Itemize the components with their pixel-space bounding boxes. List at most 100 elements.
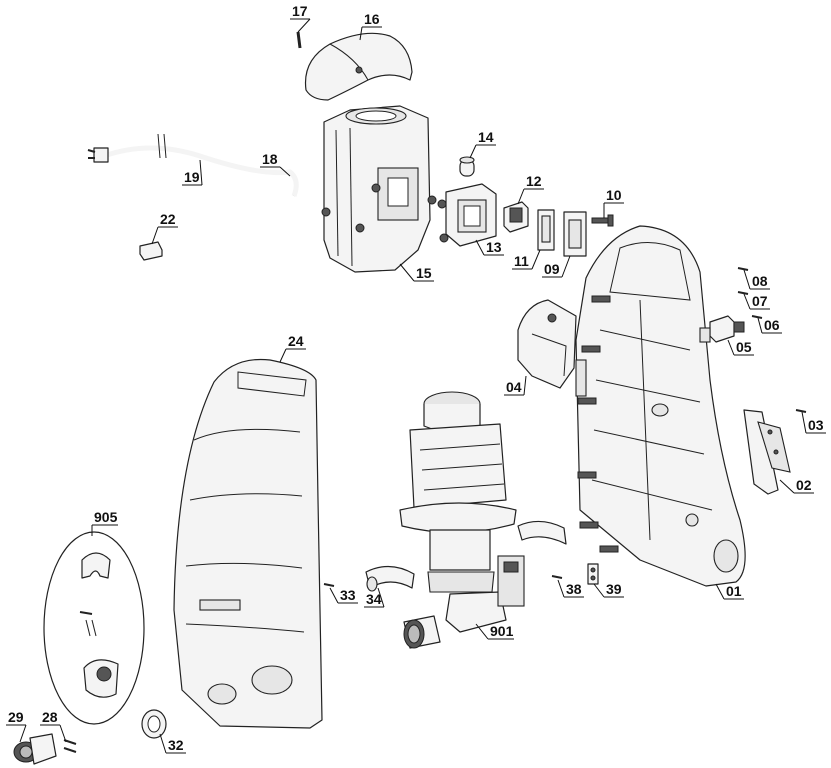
- callout-08: 08: [743, 269, 770, 290]
- part-16-top-cover: [304, 32, 413, 101]
- callout-32: 32: [159, 733, 186, 754]
- part-38-screw: [551, 575, 563, 579]
- part-06-07-08-screws: [737, 267, 763, 319]
- callout-04: 04: [504, 375, 527, 396]
- callout-label: 04: [506, 379, 522, 395]
- callout-labels: 17 16 14 18 19 12 10 22 13 11 09 15 08 07 06 05 24 04 03 02…: [6, 3, 826, 754]
- callout-905: 905: [91, 509, 118, 536]
- callout-leader: [399, 263, 415, 282]
- part-02-rail: [743, 409, 791, 495]
- callout-label: 18: [262, 151, 278, 167]
- callout-03: 03: [801, 411, 826, 434]
- callout-label: 14: [478, 129, 494, 145]
- callout-label: 33: [340, 587, 356, 603]
- callout-leader: [279, 166, 291, 177]
- callout-leader: [329, 587, 339, 604]
- callout-leader: [359, 26, 363, 41]
- callout-label: 901: [490, 623, 514, 639]
- callout-leader: [743, 293, 751, 310]
- callout-leader: [715, 583, 725, 600]
- callout-07: 07: [743, 293, 770, 310]
- callout-18: 18: [260, 151, 291, 177]
- part-14-capacitor: [459, 156, 475, 177]
- part-11-switch-frame: [537, 209, 555, 251]
- callout-label: 39: [606, 581, 622, 597]
- callout-label: 11: [514, 253, 529, 269]
- callout-label: 07: [752, 293, 768, 309]
- part-15-motor-housing: [321, 105, 437, 273]
- callout-22: 22: [151, 211, 178, 245]
- callout-leader: [297, 18, 311, 33]
- callout-label: 01: [726, 583, 742, 599]
- part-10-screw: [591, 214, 614, 227]
- callout-label: 38: [566, 581, 582, 597]
- callout-01: 01: [715, 583, 744, 600]
- callout-label: 24: [288, 333, 304, 349]
- callout-label: 10: [606, 187, 622, 203]
- callout-24: 24: [279, 333, 306, 363]
- callout-33: 33: [329, 587, 358, 604]
- part-22-block: [139, 241, 163, 261]
- part-29-coupling: [13, 733, 57, 765]
- callout-06: 06: [757, 317, 782, 334]
- callout-12: 12: [517, 173, 544, 205]
- callout-label: 17: [292, 3, 308, 19]
- part-905-subassembly: [43, 531, 145, 725]
- part-32-washer: [141, 709, 167, 739]
- callout-09: 09: [542, 255, 571, 278]
- callout-leader: [159, 733, 167, 754]
- part-09-switch-plate: [563, 211, 587, 257]
- part-39-bracket: [587, 563, 599, 585]
- callout-label: 19: [184, 169, 200, 185]
- callout-39: 39: [593, 581, 624, 598]
- callout-02: 02: [779, 477, 814, 494]
- part-04-handle-bracket: [517, 299, 587, 397]
- callout-16: 16: [359, 11, 382, 41]
- callout-leader: [801, 411, 807, 434]
- callout-leader: [279, 348, 287, 363]
- callout-901: 901: [475, 623, 514, 640]
- callout-leader: [469, 144, 477, 159]
- callout-label: 12: [526, 173, 542, 189]
- callout-34: 34: [364, 587, 385, 608]
- callout-leader: [19, 724, 27, 743]
- callout-label: 09: [544, 261, 560, 277]
- callout-leader: [475, 239, 485, 256]
- callout-leader: [727, 339, 735, 356]
- part-05-connector: [699, 315, 745, 343]
- callout-leader: [593, 583, 605, 598]
- callout-label: 15: [416, 265, 432, 281]
- callout-label: 05: [736, 339, 752, 355]
- callout-leader: [151, 226, 159, 245]
- callout-19: 19: [182, 159, 203, 186]
- callout-leader: [743, 269, 751, 290]
- callout-28: 28: [40, 709, 67, 743]
- callout-label: 06: [764, 317, 780, 333]
- callout-17: 17: [290, 3, 311, 33]
- callout-label: 29: [8, 709, 24, 725]
- callout-leader: [561, 255, 571, 278]
- part-34-clip: [365, 565, 415, 592]
- callout-11: 11: [512, 249, 541, 270]
- callout-leader: [59, 724, 67, 743]
- part-18-19-power-cable: [87, 133, 299, 197]
- part-33-screw: [323, 583, 335, 587]
- callout-label: 22: [160, 211, 176, 227]
- callout-label: 32: [168, 737, 184, 753]
- callout-leader: [523, 375, 527, 396]
- callout-leader: [199, 159, 203, 186]
- callout-label: 02: [796, 477, 812, 493]
- callout-leader: [377, 587, 385, 608]
- part-12-switch: [503, 201, 529, 233]
- callout-label: 905: [94, 509, 118, 525]
- part-01-rear-housing: [575, 225, 746, 587]
- callout-label: 34: [366, 591, 382, 607]
- callout-label: 13: [486, 239, 502, 255]
- callout-05: 05: [727, 339, 754, 356]
- callout-13: 13: [475, 239, 504, 256]
- callout-leader: [475, 623, 489, 640]
- part-13-switch-box: [437, 183, 497, 247]
- callout-15: 15: [399, 263, 434, 282]
- callout-leader: [779, 479, 795, 494]
